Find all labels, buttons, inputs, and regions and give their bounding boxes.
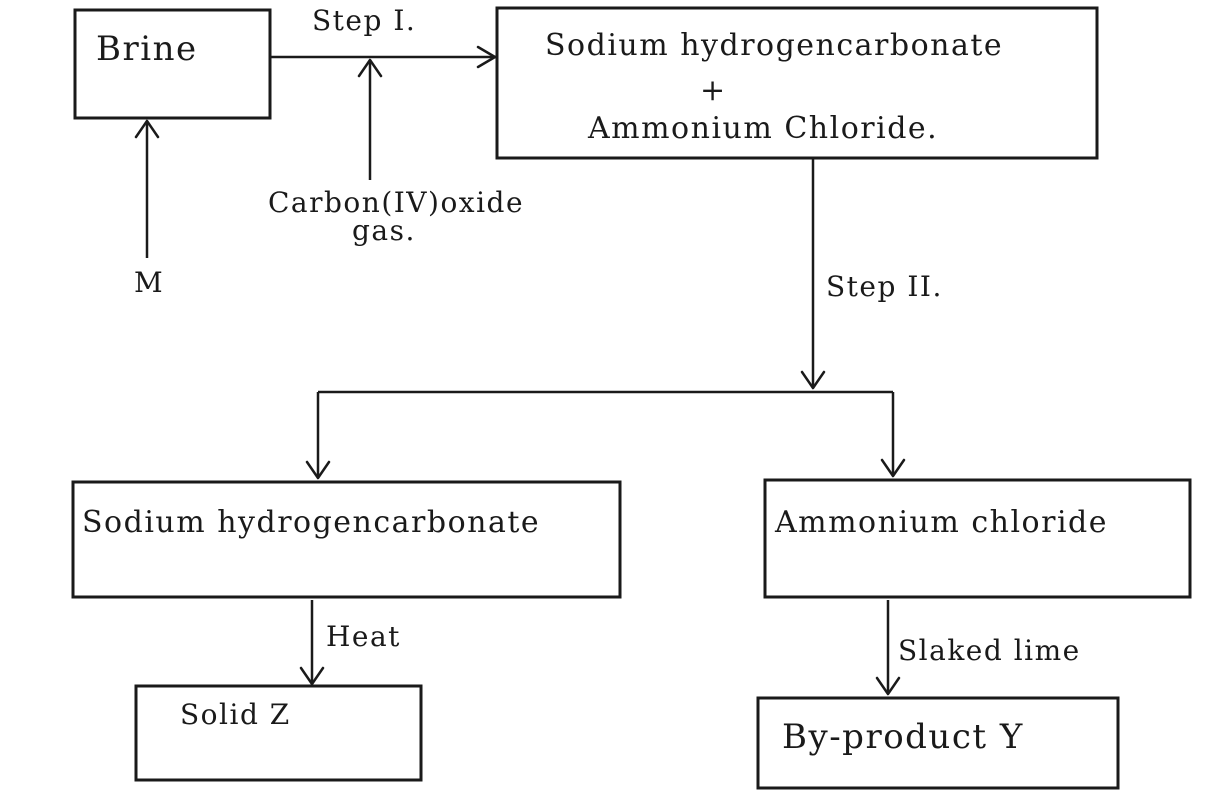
mixture-plus: + bbox=[700, 73, 727, 108]
co2-label-line2: gas. bbox=[352, 214, 416, 247]
sodium-hydrogencarbonate-label: Sodium hydrogencarbonate bbox=[82, 505, 540, 540]
co2-arrow-head bbox=[357, 58, 383, 78]
ammonium-chloride-label: Ammonium chloride bbox=[774, 505, 1108, 540]
split-right-arrow-head bbox=[880, 458, 906, 478]
by-product-y-label: By-product Y bbox=[782, 717, 1024, 757]
step1-arrow-head bbox=[476, 45, 497, 69]
mixture-label-line2: Ammonium Chloride. bbox=[587, 111, 938, 146]
co2-label-line1: Carbon(IV)oxide bbox=[268, 186, 524, 219]
brine-box bbox=[73, 8, 272, 120]
mixture-box bbox=[495, 6, 1099, 160]
step2-arrow-head bbox=[800, 370, 826, 390]
by-product-y-box bbox=[756, 696, 1120, 790]
mixture-label-line1: Sodium hydrogencarbonate bbox=[545, 28, 1003, 63]
brine-label: Brine bbox=[96, 29, 198, 69]
slaked-lime-label: Slaked lime bbox=[898, 634, 1081, 667]
solid-z-box bbox=[134, 684, 423, 782]
m-arrow-head bbox=[134, 119, 160, 139]
split-left-arrow-head bbox=[305, 460, 331, 480]
m-label: M bbox=[134, 266, 164, 299]
heat-arrow-head bbox=[299, 666, 325, 686]
ammonium-chloride-box bbox=[763, 478, 1192, 599]
step2-label: Step II. bbox=[826, 270, 943, 303]
step1-label: Step I. bbox=[312, 4, 416, 37]
slaked-lime-arrow-head bbox=[875, 676, 901, 696]
solid-z-label: Solid Z bbox=[180, 698, 291, 731]
sodium-hydrogencarbonate-box bbox=[71, 480, 622, 599]
heat-label: Heat bbox=[326, 620, 401, 653]
